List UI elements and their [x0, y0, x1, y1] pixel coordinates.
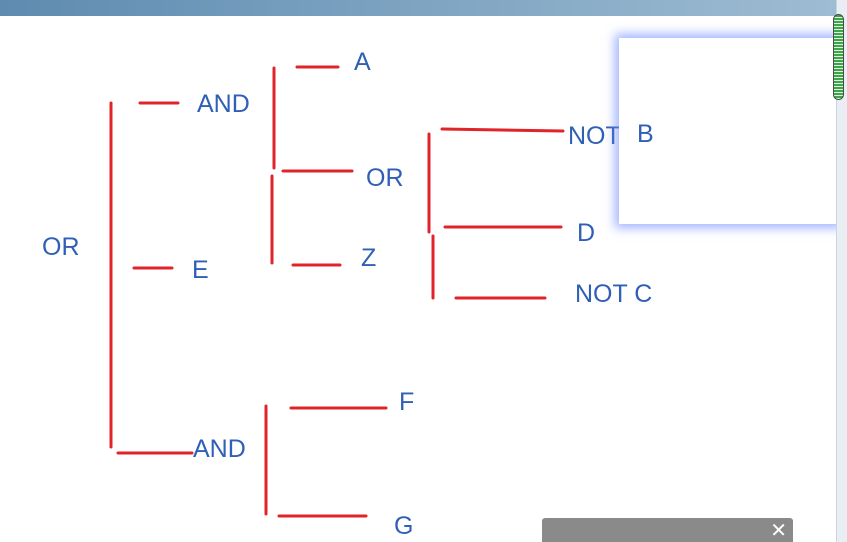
- node-z: Z: [361, 244, 377, 272]
- node-e: E: [192, 256, 209, 284]
- close-icon[interactable]: ✕: [770, 520, 787, 542]
- scrollbar-track[interactable]: [836, 0, 847, 542]
- node-and-top: AND: [197, 90, 250, 118]
- node-d: D: [577, 219, 596, 247]
- node-and-bottom: AND: [193, 435, 246, 463]
- node-or-mid: OR: [366, 164, 404, 192]
- node-f: F: [399, 388, 415, 416]
- node-a: A: [354, 48, 371, 76]
- node-not-c: NOT C: [575, 280, 653, 308]
- node-b: B: [637, 120, 654, 148]
- bottom-toolbar-panel: ✕: [542, 518, 793, 542]
- node-not-b-prefix: NOT: [568, 122, 621, 150]
- scrollbar-thumb[interactable]: [833, 14, 844, 100]
- floating-panel[interactable]: [619, 38, 839, 224]
- window-top-bar: [0, 0, 847, 16]
- branch-line-not-b: [440, 127, 565, 133]
- node-g: G: [394, 512, 414, 540]
- node-root-or: OR: [42, 233, 80, 261]
